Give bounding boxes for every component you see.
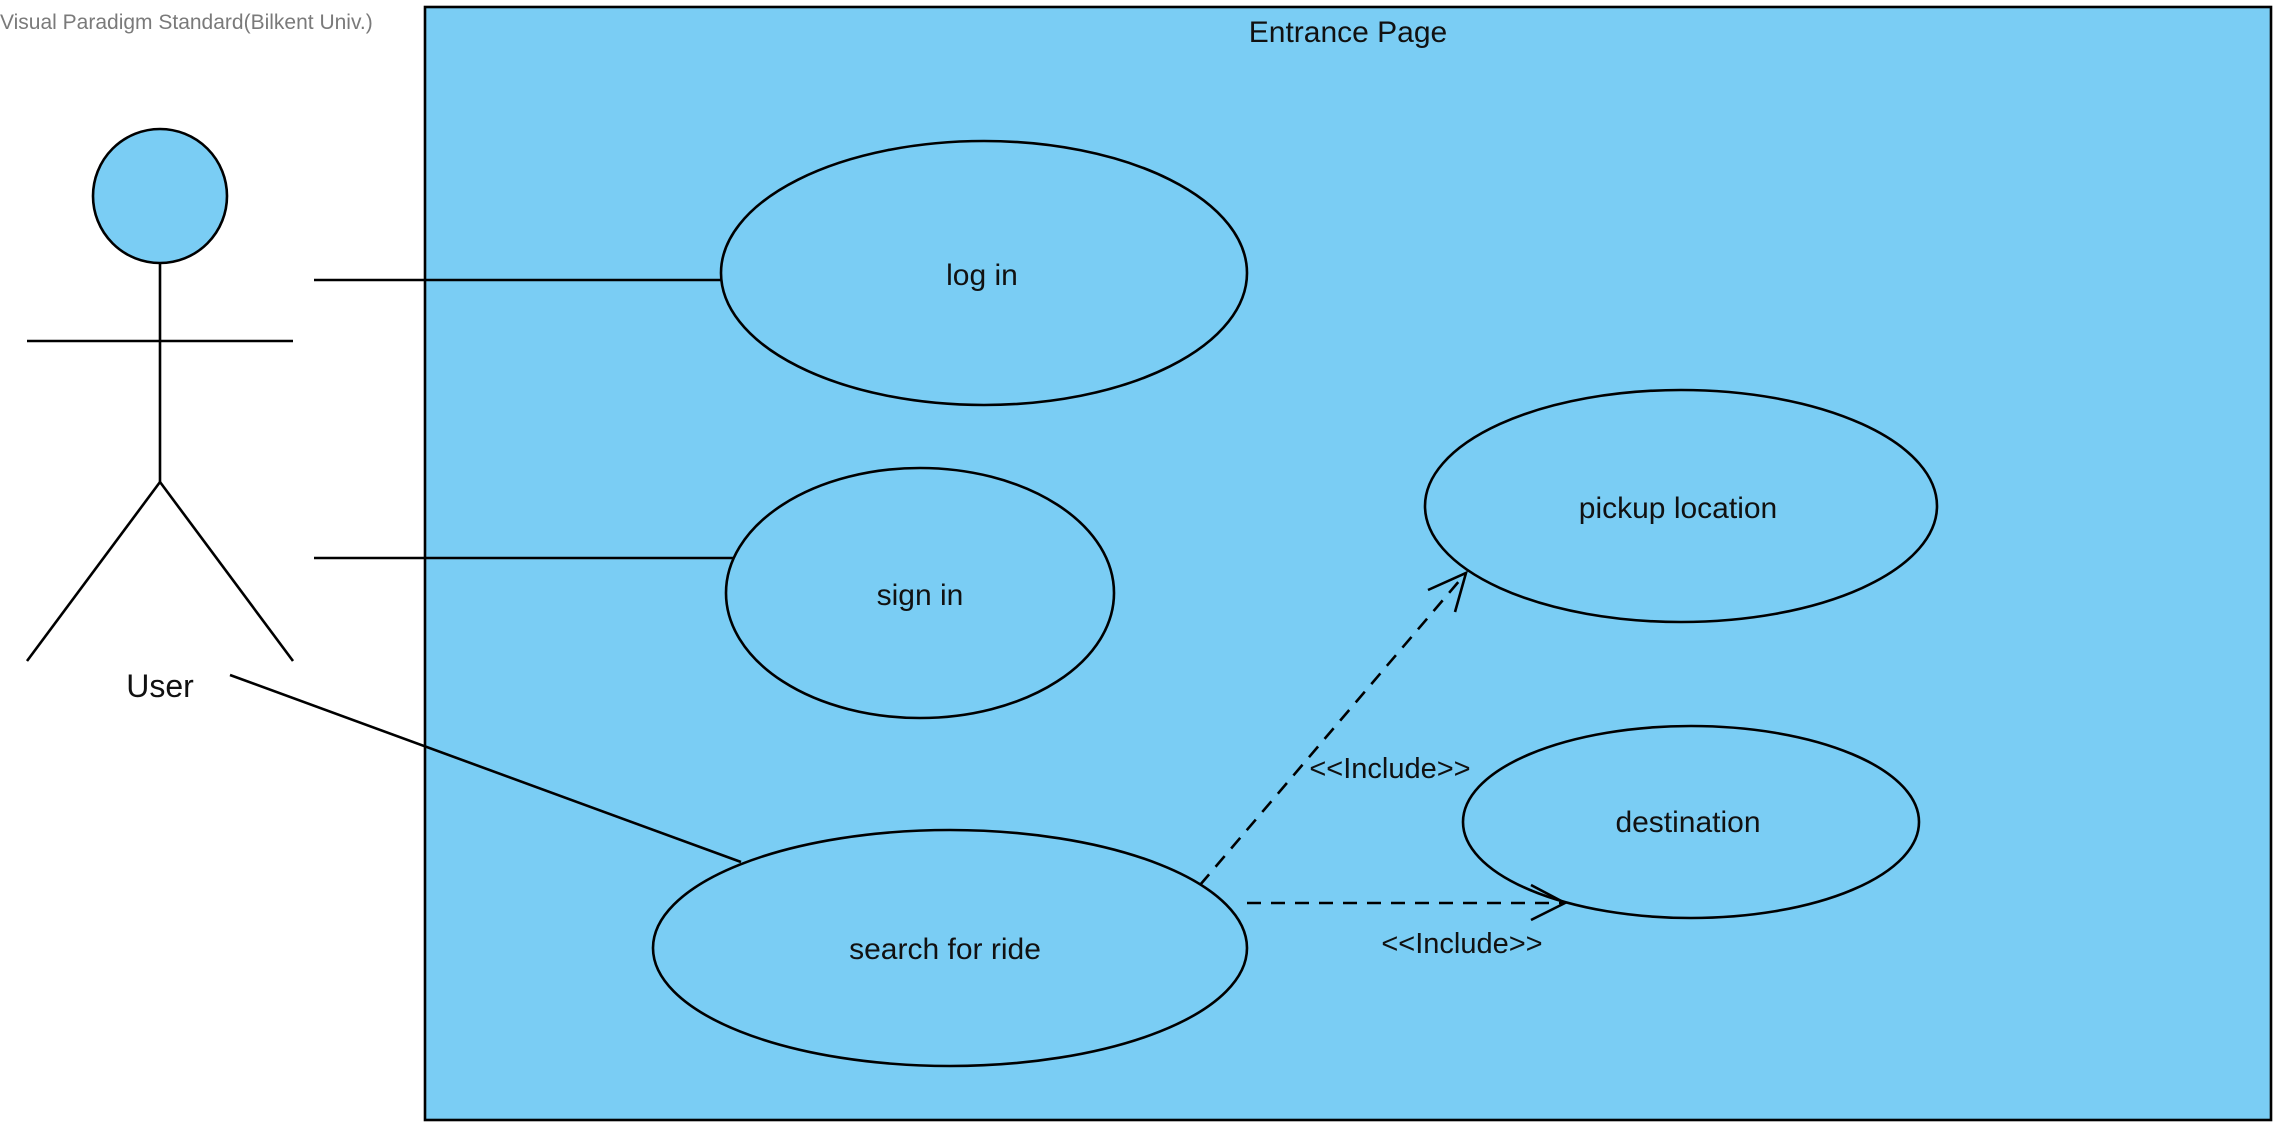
use-case-search-shape xyxy=(651,828,1249,1068)
include-pickup-arrowhead xyxy=(1427,570,1469,613)
actor-user[interactable]: User xyxy=(25,127,295,704)
actor-right-leg xyxy=(158,481,295,662)
watermark-text: Visual Paradigm Standard(Bilkent Univ.) xyxy=(0,11,373,34)
include-relation-destination[interactable]: <<Include>> xyxy=(1247,883,1568,960)
include-pickup-label: <<Include>> xyxy=(1309,753,1470,785)
use-case-destination-shape xyxy=(1461,724,1921,920)
include-pickup-line xyxy=(1199,572,1467,886)
include-destination-label: <<Include>> xyxy=(1381,928,1542,960)
use-case-signin[interactable]: sign in xyxy=(724,466,1116,720)
use-case-signin-shape xyxy=(724,466,1116,720)
actor-label: User xyxy=(126,668,194,704)
use-case-login-label: log in xyxy=(946,259,1018,292)
use-case-destination[interactable]: destination xyxy=(1461,724,1921,920)
use-case-login[interactable]: log in xyxy=(719,139,1249,407)
use-case-search-label: search for ride xyxy=(849,933,1041,966)
use-case-signin-label: sign in xyxy=(877,579,964,612)
include-relation-pickup[interactable]: <<Include>> xyxy=(1199,570,1471,886)
use-case-search[interactable]: search for ride xyxy=(651,828,1249,1068)
use-case-destination-label: destination xyxy=(1615,806,1760,839)
include-destination-arrowhead xyxy=(1530,883,1568,922)
use-case-login-shape xyxy=(719,139,1249,407)
association-search[interactable] xyxy=(229,673,742,864)
system-title: Entrance Page xyxy=(1249,16,1447,49)
use-case-pickup-shape xyxy=(1423,388,1939,624)
actor-head xyxy=(91,127,229,265)
actor-left-leg xyxy=(25,481,162,662)
use-case-pickup-label: pickup location xyxy=(1579,492,1777,525)
use-case-pickup[interactable]: pickup location xyxy=(1423,388,1939,624)
